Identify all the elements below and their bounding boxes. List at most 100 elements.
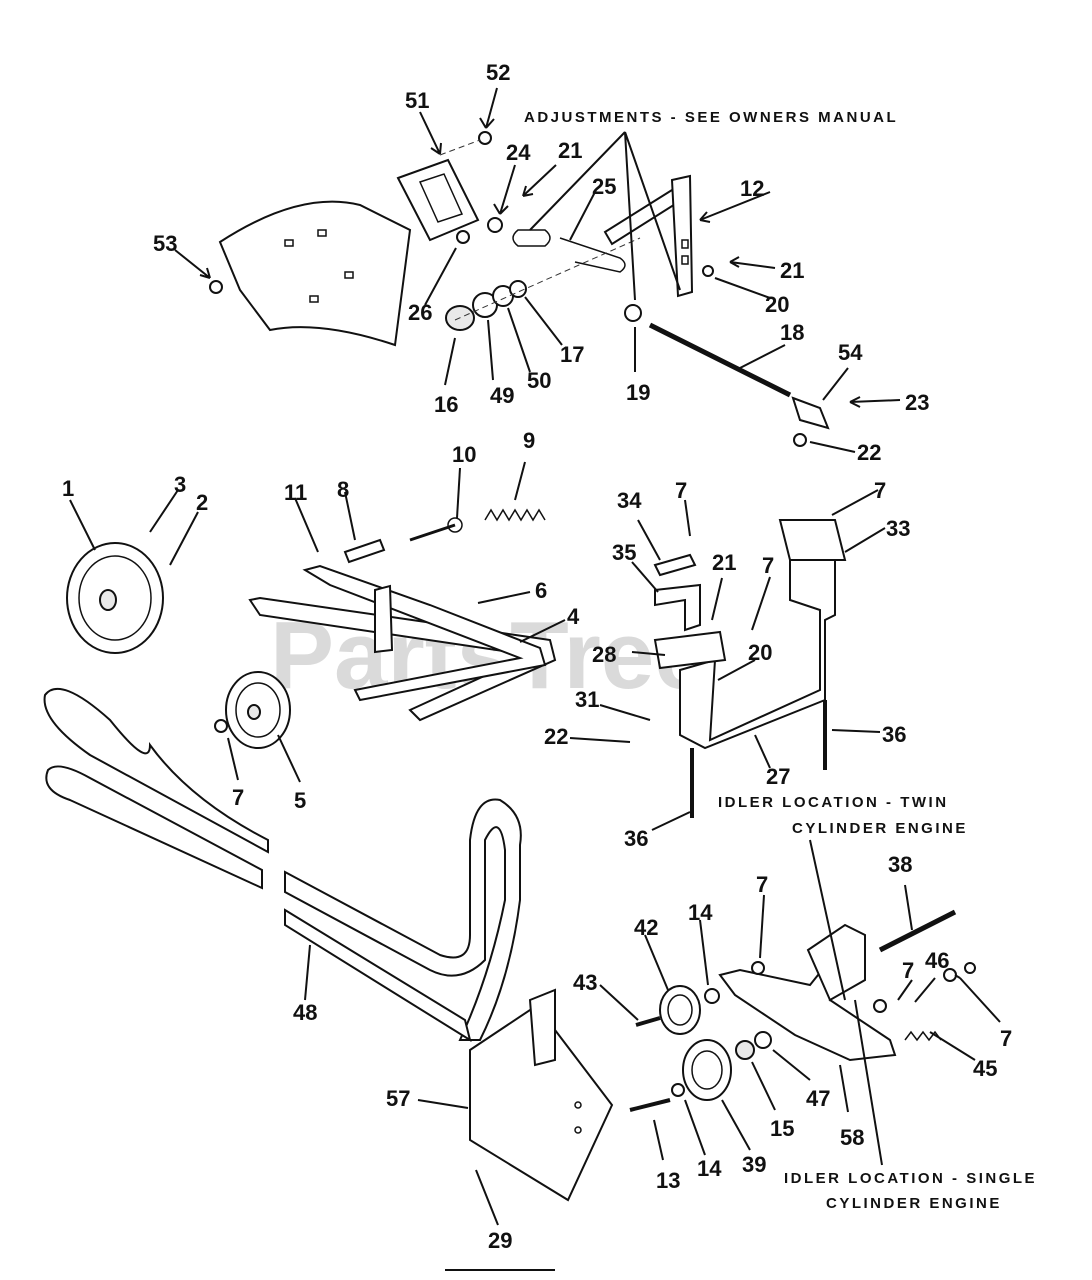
assembly-line: [439, 139, 481, 156]
callout-22: 22: [857, 440, 881, 465]
pulley-hub: [99, 589, 117, 611]
callout-22: 22: [544, 724, 568, 749]
callout-21: 21: [558, 138, 582, 163]
deflector-slot: [284, 239, 294, 247]
callout-7: 7: [756, 872, 768, 897]
callout-7: 7: [675, 478, 687, 503]
deflector-slot: [309, 295, 319, 303]
deflector-slot: [317, 229, 327, 237]
callout-49: 49: [490, 383, 514, 408]
callout-23: 23: [905, 390, 929, 415]
pulley-hub: [247, 704, 261, 720]
nut-7: [964, 962, 976, 974]
note-idler-twin-line1: IDLER LOCATION - TWIN: [718, 794, 949, 811]
part-19: [624, 304, 642, 322]
callout-21: 21: [712, 550, 736, 575]
pulley-groove: [667, 994, 693, 1026]
callout-50: 50: [527, 368, 551, 393]
pulley-groove: [78, 555, 152, 641]
callout-39: 39: [742, 1152, 766, 1177]
callout-21: 21: [780, 258, 804, 283]
callout-20: 20: [748, 640, 772, 665]
rod-10: [409, 523, 456, 542]
callout-3: 3: [174, 472, 186, 497]
callout-14: 14: [697, 1156, 722, 1181]
callout-8: 8: [337, 477, 349, 502]
washer-17: [509, 280, 527, 298]
belt-48-lower: [284, 908, 472, 1043]
deflector-slot: [344, 271, 354, 279]
deflector-plate: [218, 200, 412, 347]
nut-7: [214, 719, 228, 733]
callout-46: 46: [925, 948, 949, 973]
callout-31: 31: [575, 687, 599, 712]
bolt-52: [478, 131, 492, 145]
tube-8: [343, 538, 386, 564]
spring-9: [484, 508, 546, 522]
washer-20: [702, 265, 714, 277]
callout-7: 7: [232, 785, 244, 810]
callout-36: 36: [882, 722, 906, 747]
callout-27: 27: [766, 764, 790, 789]
callout-5: 5: [294, 788, 306, 813]
bracket-35: [654, 583, 701, 632]
callout-47: 47: [806, 1086, 830, 1111]
assembly-line: [454, 237, 641, 321]
callout-36: 36: [624, 826, 648, 851]
bolt-43: [635, 1016, 661, 1027]
callout-54: 54: [838, 340, 863, 365]
spacer-47: [754, 1031, 772, 1049]
clevis-54: [791, 396, 830, 430]
callout-29: 29: [488, 1228, 512, 1253]
bolt-13: [629, 1098, 671, 1112]
washer-14: [704, 988, 720, 1004]
callout-2: 2: [196, 490, 208, 515]
callout-6: 6: [535, 578, 547, 603]
shield-hole: [574, 1126, 582, 1134]
callout-38: 38: [888, 852, 912, 877]
shield-flange: [528, 988, 556, 1067]
nut-53: [209, 280, 223, 294]
pulley-42: [659, 985, 701, 1035]
callout-18: 18: [780, 320, 804, 345]
note-adjustments: ADJUSTMENTS - SEE OWNERS MANUAL: [524, 109, 898, 126]
pulley-groove: [691, 1050, 723, 1090]
callout-33: 33: [886, 516, 910, 541]
callout-10: 10: [452, 442, 476, 467]
callout-11: 11: [284, 480, 307, 505]
callout-20: 20: [765, 292, 789, 317]
idler-arm-4: [248, 596, 557, 722]
bracket-33: [778, 519, 847, 561]
washer-14: [671, 1083, 685, 1097]
link-25: [512, 229, 626, 273]
callout-53: 53: [153, 231, 177, 256]
callout-16: 16: [434, 392, 458, 417]
callout-24: 24: [506, 140, 531, 165]
callout-7: 7: [902, 958, 914, 983]
eye-bolt: [447, 517, 463, 533]
note-idler-twin-line2: CYLINDER ENGINE: [792, 820, 968, 837]
callout-28: 28: [592, 642, 616, 667]
lever-hole: [681, 239, 689, 249]
callout-9: 9: [523, 428, 535, 453]
callout-58: 58: [840, 1125, 864, 1150]
callout-14: 14: [688, 900, 713, 925]
callout-7: 7: [762, 553, 774, 578]
pulley-39: [682, 1039, 732, 1101]
belt-48: [284, 798, 522, 1041]
leader-lines: [69, 87, 1001, 1226]
callout-4: 4: [567, 604, 580, 629]
callout-17: 17: [560, 342, 584, 367]
callout-19: 19: [626, 380, 650, 405]
callout-51: 51: [405, 88, 429, 113]
callout-52: 52: [486, 60, 510, 85]
strap-34: [653, 553, 697, 577]
callout-35: 35: [612, 540, 636, 565]
callout-48: 48: [293, 1000, 317, 1025]
lever-hole: [681, 255, 689, 265]
belt-upper-lower: [45, 765, 263, 890]
idler-arm-frame: [302, 564, 547, 702]
note-idler-single-line2: CYLINDER ENGINE: [826, 1195, 1002, 1212]
idler-arm-58: [718, 958, 897, 1062]
